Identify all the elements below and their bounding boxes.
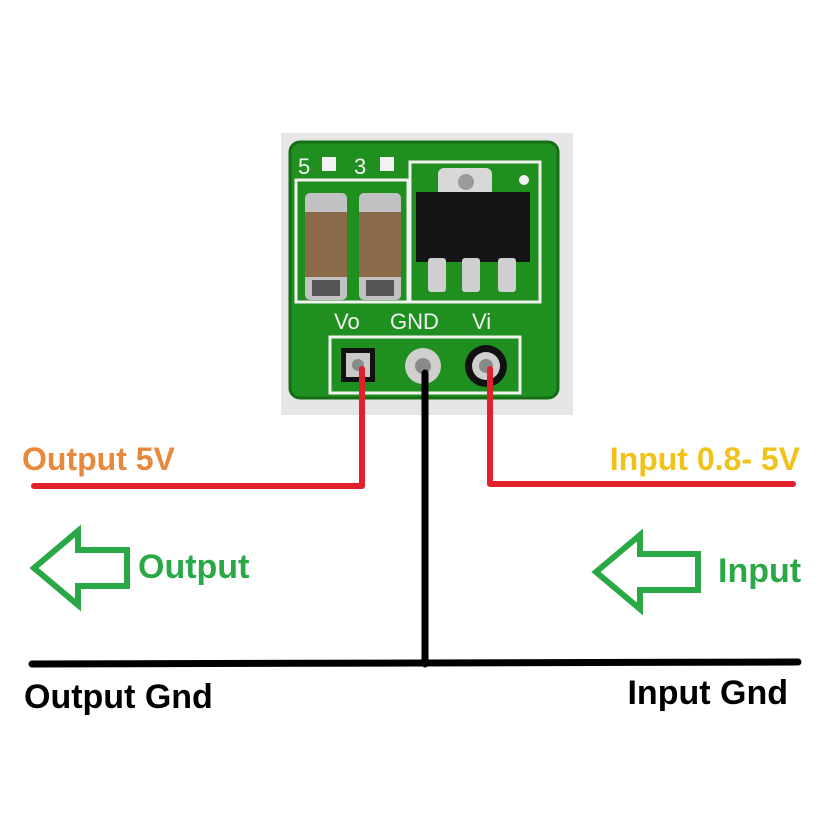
wire-gnd-horizontal bbox=[28, 658, 802, 668]
silk-label-5: 5 bbox=[298, 154, 310, 179]
pin-label-vi: Vi bbox=[472, 309, 491, 334]
silk-box-3 bbox=[380, 157, 394, 171]
silk-label-3: 3 bbox=[354, 154, 366, 179]
pad-vi bbox=[465, 345, 507, 387]
input-arrow-icon bbox=[591, 528, 701, 616]
silk-outline-regulator bbox=[408, 160, 542, 304]
pcb-module: 5 3 Vo GND Vi bbox=[288, 140, 560, 400]
pin-label-gnd: GND bbox=[390, 309, 439, 334]
capacitor-left bbox=[305, 193, 347, 300]
output-gnd-label: Output Gnd bbox=[24, 678, 213, 716]
wire-output-red bbox=[31, 366, 365, 489]
input-voltage-label: Input 0.8- 5V bbox=[610, 441, 801, 477]
silk-box-5 bbox=[322, 157, 336, 171]
wire-input-red bbox=[487, 366, 796, 487]
output-voltage-label: Output 5V bbox=[22, 441, 176, 477]
silk-outline-caps bbox=[294, 178, 410, 304]
capacitor-right bbox=[359, 193, 401, 300]
output-arrow-label: Output bbox=[138, 548, 249, 586]
input-gnd-label: Input Gnd bbox=[627, 674, 788, 712]
wires bbox=[28, 366, 802, 668]
pad-gnd bbox=[405, 348, 441, 384]
output-arrow-icon bbox=[29, 524, 130, 612]
input-arrow-label: Input bbox=[718, 552, 801, 590]
silk-pin1-dot bbox=[519, 175, 529, 185]
pad-vo bbox=[341, 348, 375, 382]
pin-label-vo: Vo bbox=[334, 309, 360, 334]
regulator-chip bbox=[416, 168, 530, 292]
